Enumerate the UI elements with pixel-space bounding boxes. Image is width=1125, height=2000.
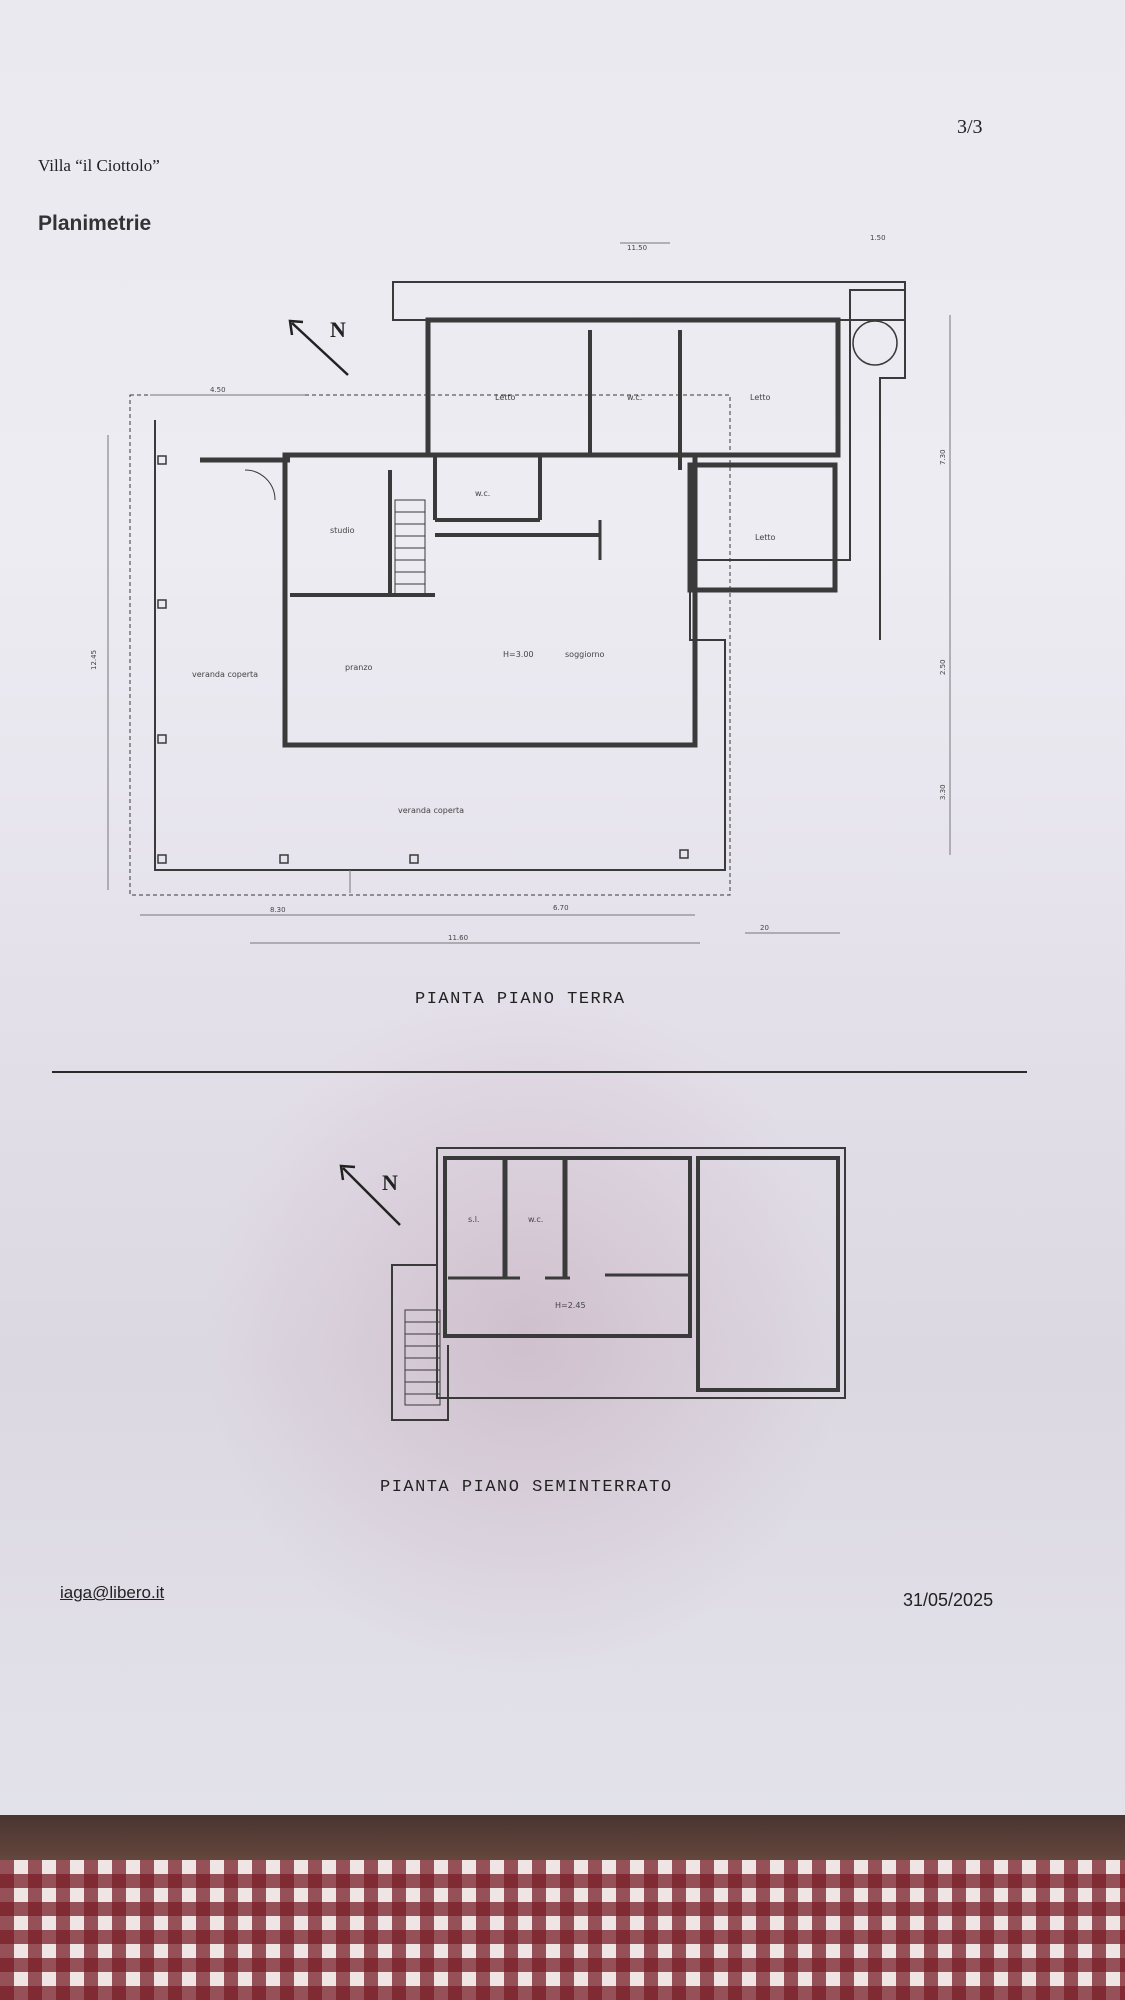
ground-outer-wall [154,289,906,871]
dim-right-upper: 7.30 [939,449,947,465]
basement-plan: N s.l. w.c. H=2.45 [339,1147,846,1421]
basement-caption: PIANTA PIANO SEMINTERRATO [380,1478,673,1497]
basement-right-room [696,1156,840,1392]
document-date: 31/05/2025 [903,1590,994,1610]
room-letto-1: Letto [495,393,516,402]
gingham-tablecloth [0,1860,1125,2000]
basement-north-label: N [382,1170,398,1195]
room-pranzo: pranzo [345,663,373,672]
north-arrow-icon [288,319,349,376]
dim-top-total: 11.50 [627,244,647,252]
section-divider [52,1071,1027,1073]
ground-letto3-block [687,462,838,593]
ground-height-note: H=3.00 [503,650,534,659]
room-veranda-bottom: veranda coperta [398,806,464,815]
basement-room-storage: s.l. [468,1215,479,1224]
ground-north-label: N [330,317,346,342]
contact-email[interactable]: iaga@libero.it [60,1583,165,1602]
dim-left-top: 4.50 [210,386,226,394]
basement-north-arrow-icon [339,1164,401,1226]
room-veranda-left: veranda coperta [192,670,258,679]
room-wc-middle: w.c. [475,489,490,498]
ground-dashed-boundary [129,394,731,896]
door-swing [244,469,276,501]
villa-title: Villa “il Ciottolo” [38,156,160,175]
page-number: 3/3 [957,116,983,138]
dim-right-middle: 2.50 [939,659,947,675]
room-studio: studio [330,526,355,535]
room-letto-2: Letto [750,393,771,402]
room-letto-3: Letto [755,533,776,542]
ground-floor-plan: N Letto w.c. Letto w.c. studio Letto ver… [90,234,951,944]
room-soggiorno: soggiorno [565,650,605,659]
dim-top-right: 1.50 [870,234,886,242]
dim-left-total: 12.45 [90,650,98,670]
dim-bottom-right: 20 [760,924,769,932]
basement-stairs [404,1309,441,1406]
basement-outer-wall [436,1147,846,1399]
room-wc-top: w.c. [627,393,642,402]
basement-stair-wall [391,1264,449,1421]
ground-floor-caption: PIANTA PIANO TERRA [415,990,626,1009]
dim-right-lower: 3.30 [939,784,947,800]
spiral-stair [852,320,898,366]
basement-height-note: H=2.45 [555,1301,586,1310]
document-page: 3/3 Villa “il Ciottolo” Planimetrie [0,0,1125,1820]
section-title: Planimetrie [38,212,152,235]
ground-living-block [282,452,698,748]
dim-bottom-left: 8.30 [270,906,286,914]
dim-bottom-middle: 6.70 [553,904,569,912]
basement-room-wc: w.c. [528,1215,543,1224]
dim-bottom-total: 11.60 [448,934,468,942]
